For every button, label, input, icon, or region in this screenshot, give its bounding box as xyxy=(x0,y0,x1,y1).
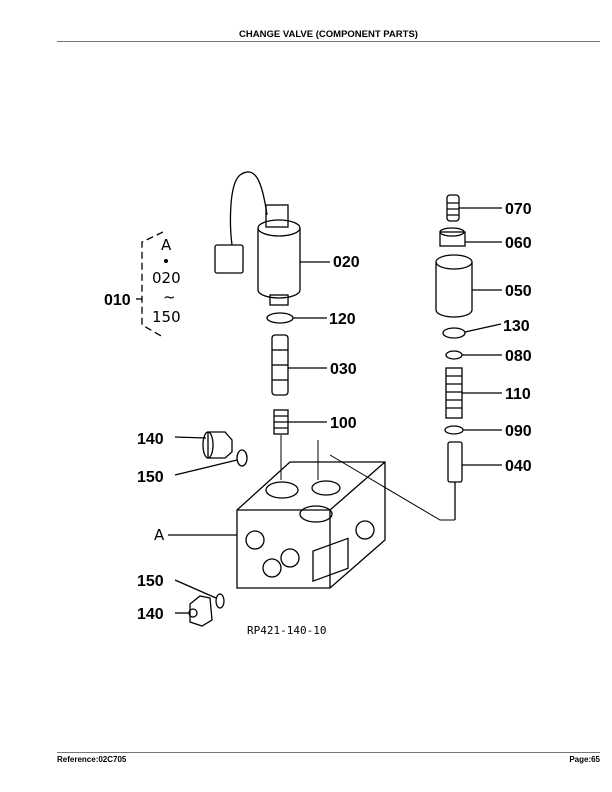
callout-070: 070 xyxy=(505,201,532,218)
callout-120: 120 xyxy=(329,311,356,328)
note-dot xyxy=(164,259,168,263)
note-tilde: ~ xyxy=(163,288,176,306)
drawing-number: RP421-140-10 xyxy=(247,624,326,637)
callout-100: 100 xyxy=(330,415,357,432)
plug-140-lower xyxy=(188,595,213,627)
valve-block xyxy=(236,461,386,589)
page-number: Page:65 xyxy=(569,755,600,764)
reference-number: Reference:02C705 xyxy=(57,755,127,764)
o-ring-120 xyxy=(266,312,294,324)
spring-110 xyxy=(445,367,463,419)
header-divider xyxy=(57,41,600,42)
assembly-bracket xyxy=(141,231,164,338)
callout-150-lower: 150 xyxy=(137,573,164,590)
callout-140-lower: 140 xyxy=(137,606,164,623)
spring-100 xyxy=(273,409,289,435)
note-from: 020 xyxy=(152,269,181,287)
poppet-040 xyxy=(447,441,463,520)
screw-070 xyxy=(446,194,460,222)
plug-140-upper xyxy=(202,431,233,459)
washer-090 xyxy=(444,425,464,435)
o-ring-130 xyxy=(442,327,466,339)
spool-030 xyxy=(271,334,289,396)
note-to: 150 xyxy=(152,308,181,326)
callout-020: 020 xyxy=(333,254,360,271)
callout-090: 090 xyxy=(505,423,532,440)
solenoid-020 xyxy=(214,171,301,306)
housing-050 xyxy=(435,254,473,318)
o-ring-150-upper xyxy=(236,449,248,467)
callout-010: 010 xyxy=(104,292,131,309)
footer-divider xyxy=(57,752,600,753)
o-ring-150-lower xyxy=(215,593,225,609)
callout-080: 080 xyxy=(505,348,532,365)
callout-050: 050 xyxy=(505,283,532,300)
callout-140-upper: 140 xyxy=(137,431,164,448)
callout-150-upper: 150 xyxy=(137,469,164,486)
block-marker: A xyxy=(154,526,165,544)
callout-040: 040 xyxy=(505,458,532,475)
callout-130: 130 xyxy=(503,318,530,335)
page-title: CHANGE VALVE (COMPONENT PARTS) xyxy=(239,29,418,40)
note-letter: A xyxy=(161,236,172,254)
washer-080 xyxy=(445,350,463,360)
callout-030: 030 xyxy=(330,361,357,378)
callout-060: 060 xyxy=(505,235,532,252)
callout-110: 110 xyxy=(505,386,531,403)
nut-060 xyxy=(439,227,466,247)
